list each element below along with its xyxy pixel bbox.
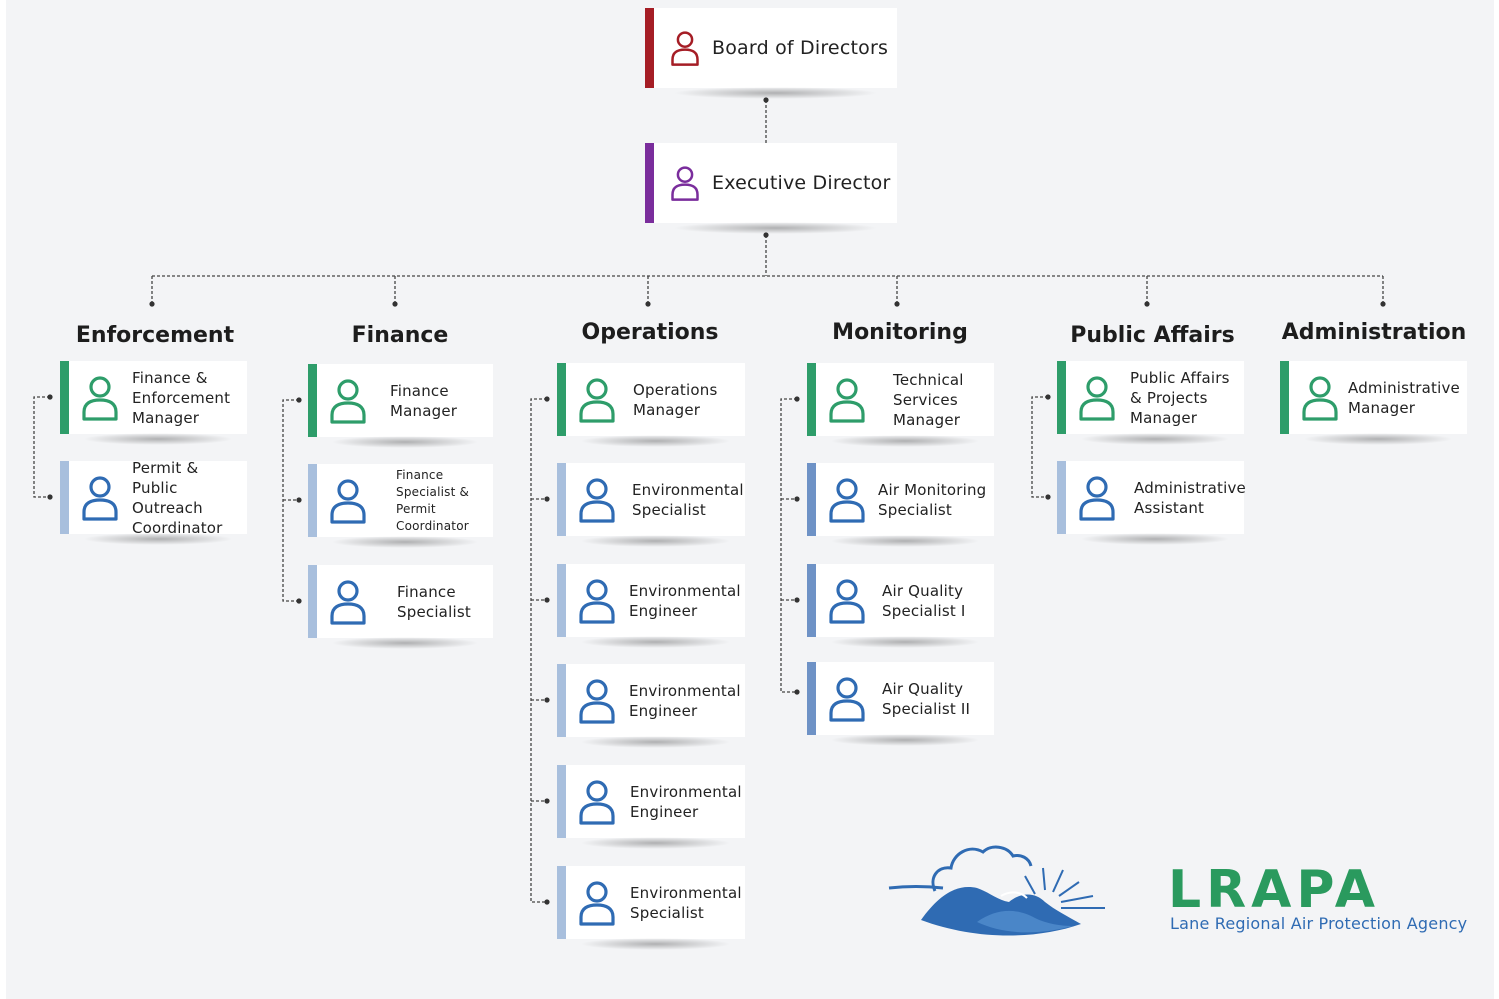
role-label: Finance Specialist (397, 582, 471, 621)
role-label: Air Quality Specialist I (882, 581, 966, 620)
role-label: Administrative Assistant (1134, 478, 1246, 517)
board-of-directors-card: Board of Directors (645, 8, 897, 99)
person-icon (328, 377, 368, 425)
role-card: Air Quality Specialist II (807, 662, 994, 746)
role-label: Environmental Engineer (630, 782, 742, 821)
lrapa-logo-wordmark: LRAPA (1168, 860, 1381, 920)
person-icon (577, 778, 617, 826)
person-icon (827, 476, 867, 524)
role-card: Technical Services Manager (807, 363, 994, 447)
role-card: Environmental Engineer (557, 564, 745, 648)
person-icon (668, 28, 702, 68)
role-label: Air Quality Specialist II (882, 679, 971, 718)
person-icon (1300, 374, 1340, 422)
role-card: Permit & Public Outreach Coordinator (60, 459, 247, 545)
role-label: Environmental Specialist (632, 480, 744, 519)
role-card: Environmental Specialist (557, 866, 745, 950)
role-card: Finance Specialist & Permit Coordinator (308, 464, 493, 548)
role-label: Finance & Enforcement Manager (132, 368, 231, 427)
executive-director-label: Executive Director (712, 172, 891, 194)
person-icon (1077, 474, 1117, 522)
lrapa-logo-subtitle: Lane Regional Air Protection Agency (1170, 914, 1468, 933)
role-card: Environmental Engineer (557, 664, 745, 748)
role-card: Air Monitoring Specialist (807, 463, 994, 547)
person-icon (827, 675, 867, 723)
person-icon (328, 578, 368, 626)
role-card: Public Affairs & Projects Manager (1057, 361, 1244, 445)
role-label: Environmental Engineer (629, 681, 741, 720)
role-label: Permit & Public Outreach Coordinator (132, 458, 223, 537)
role-label: Air Monitoring Specialist (878, 480, 987, 519)
role-card: Environmental Specialist (557, 463, 745, 547)
lrapa-logo-icon (888, 845, 1105, 936)
person-icon (668, 163, 702, 203)
department-title-finance: Finance (351, 323, 449, 348)
person-icon (577, 879, 617, 927)
person-icon (827, 376, 867, 424)
person-icon (577, 677, 617, 725)
person-icon (80, 374, 120, 422)
department-title-monitoring: Monitoring (832, 320, 968, 345)
role-label: Finance Specialist & Permit Coordinator (396, 467, 470, 533)
department-title-enforcement: Enforcement (75, 323, 235, 348)
role-card: Environmental Engineer (557, 765, 745, 849)
person-icon (577, 476, 617, 524)
board-of-directors-label: Board of Directors (712, 37, 889, 59)
role-card: Finance Specialist (308, 565, 493, 649)
person-icon (80, 474, 120, 522)
role-label: Finance Manager (390, 381, 458, 420)
role-card: Administrative Assistant (1057, 461, 1246, 545)
department-title-operations: Operations (581, 320, 719, 345)
role-label: Environmental Engineer (629, 581, 741, 620)
person-icon (328, 477, 368, 525)
role-label: Public Affairs & Projects Manager (1130, 368, 1230, 427)
role-card: Finance Manager (308, 364, 493, 448)
person-icon (1077, 374, 1117, 422)
department-title-public-affairs: Public Affairs (1070, 323, 1235, 348)
executive-director-card: Executive Director (645, 143, 897, 234)
role-card: Finance & Enforcement Manager (60, 361, 247, 445)
role-label: Environmental Specialist (630, 883, 742, 922)
role-card: Administrative Manager (1280, 361, 1467, 445)
person-icon (577, 577, 617, 625)
role-label: Technical Services Manager (893, 370, 964, 429)
person-icon (577, 376, 617, 424)
role-card: Air Quality Specialist I (807, 564, 994, 648)
person-icon (827, 577, 867, 625)
role-label: Operations Manager (633, 380, 718, 419)
role-label: Administrative Manager (1348, 378, 1460, 417)
role-card: Operations Manager (557, 363, 745, 447)
department-title-administration: Administration (1281, 320, 1467, 345)
